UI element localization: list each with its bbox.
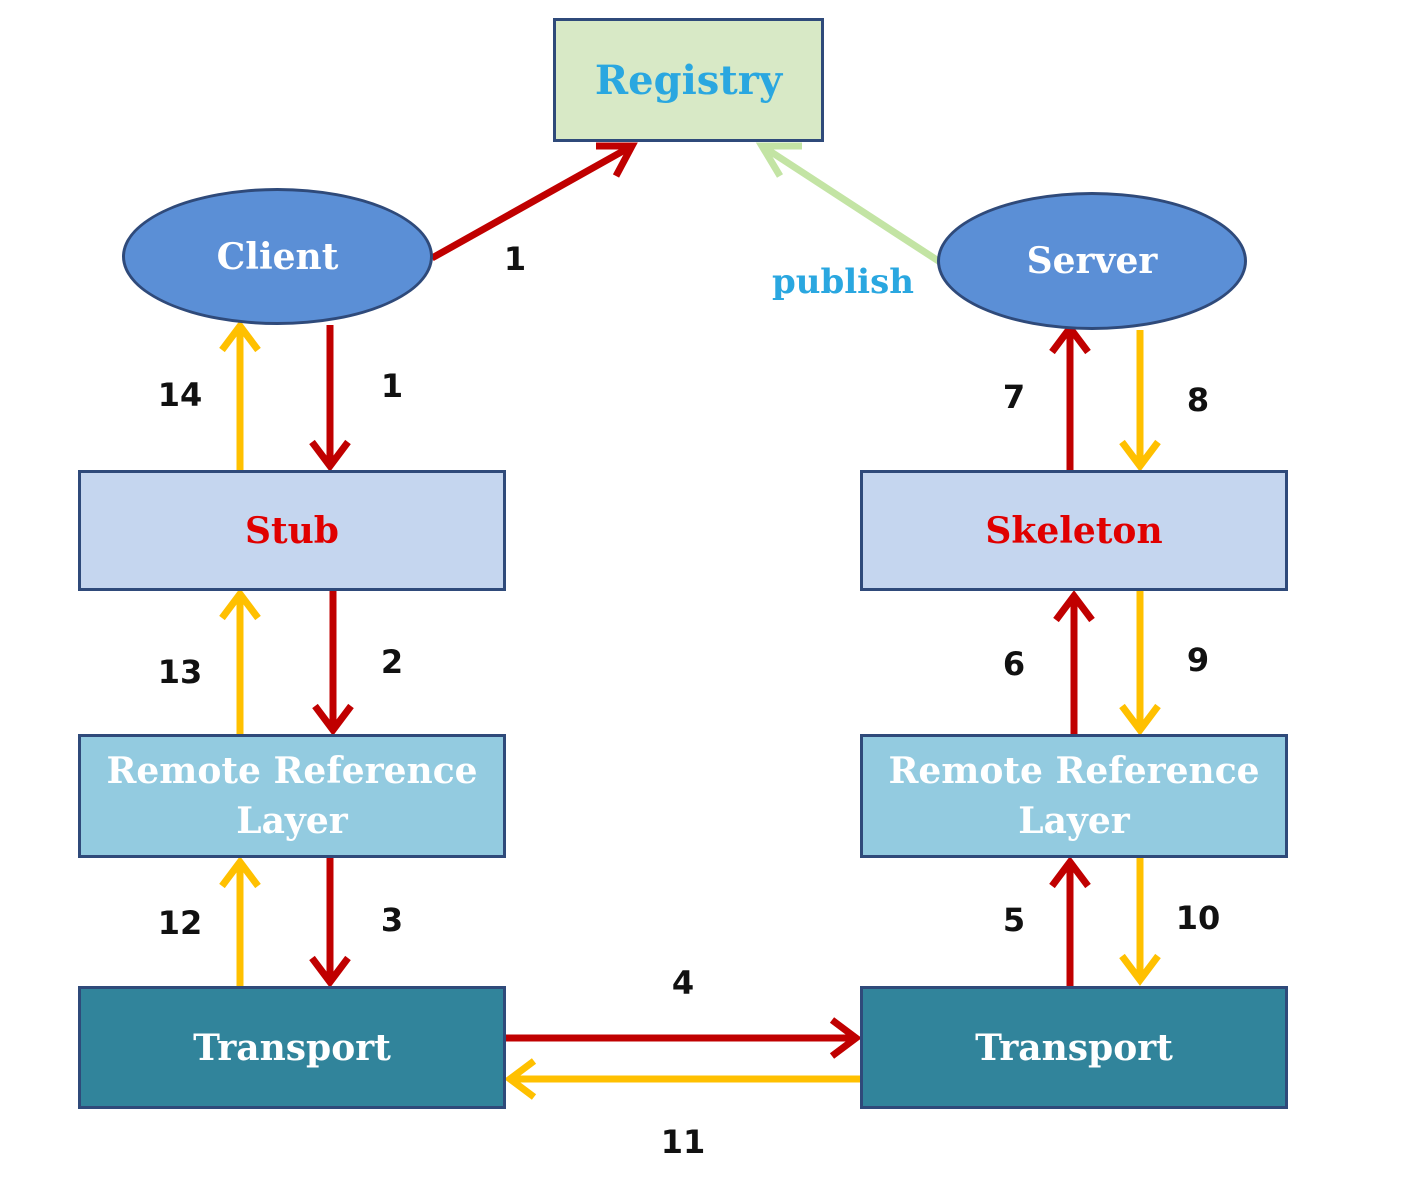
server-label: Server — [1026, 240, 1158, 282]
rrl-right-label-line1: Remote Reference — [888, 750, 1260, 792]
arrow-client-to-registry — [430, 142, 638, 262]
arrow-rrl-right-to-transport-right — [1119, 852, 1161, 986]
edge-label-rrl-left-to-stub: 13 — [157, 653, 203, 691]
registry-label: Registry — [594, 56, 783, 104]
transport-left-label: Transport — [193, 1026, 391, 1069]
server-node: Server — [937, 192, 1247, 330]
edge-label-stub-to-client: 14 — [157, 376, 203, 414]
transport-right-label: Transport — [975, 1026, 1173, 1069]
arrow-transport-left-to-rrl-left — [219, 856, 261, 986]
arrow-stub-to-client — [219, 320, 261, 470]
rrl-right-label-line2: Layer — [1018, 800, 1130, 842]
arrow-rrl-right-to-skeleton — [1053, 590, 1095, 734]
stub-node: Stub — [78, 470, 506, 591]
edge-label-rrl-right-to-skeleton: 6 — [1002, 645, 1026, 683]
transport-server-node: Transport — [860, 986, 1288, 1109]
arrow-transport-right-to-transport-left — [504, 1058, 860, 1100]
edge-label-stub-to-rrl-left: 2 — [380, 643, 404, 681]
remote-reference-layer-server-node: Remote Reference Layer — [860, 734, 1288, 858]
skeleton-label: Skeleton — [985, 509, 1163, 552]
edge-label-transport-left-to-transport-right: 4 — [671, 964, 695, 1002]
rrl-left-label-line2: Layer — [236, 800, 348, 842]
client-label: Client — [216, 235, 339, 278]
arrow-skeleton-to-rrl-right — [1119, 591, 1161, 736]
client-node: Client — [122, 188, 433, 325]
edge-label-client-to-registry: 1 — [503, 240, 527, 278]
edge-label-transport-right-to-rrl-right: 5 — [1002, 901, 1026, 939]
stub-label: Stub — [245, 509, 339, 552]
edge-label-rrl-right-to-transport-right: 10 — [1175, 899, 1221, 937]
registry-node: Registry — [553, 18, 824, 142]
arrow-client-to-stub — [309, 325, 351, 472]
edge-label-transport-left-to-rrl-left: 12 — [157, 904, 203, 942]
arrow-server-to-registry — [755, 142, 942, 265]
skeleton-node: Skeleton — [860, 470, 1288, 591]
arrow-stub-to-rrl-left — [312, 591, 354, 736]
edge-label-client-to-stub: 1 — [380, 367, 404, 405]
edge-label-transport-right-to-transport-left: 11 — [660, 1123, 706, 1161]
arrow-rrl-left-to-transport-left — [309, 858, 351, 988]
arrow-server-to-skeleton — [1119, 330, 1161, 472]
edge-label-skeleton-to-server: 7 — [1002, 378, 1026, 416]
edge-label-server-to-skeleton: 8 — [1186, 381, 1210, 419]
rrl-left-label-line1: Remote Reference — [106, 750, 478, 792]
arrow-transport-left-to-transport-right — [506, 1017, 862, 1059]
edge-label-rrl-left-to-transport-left: 3 — [380, 901, 404, 939]
remote-reference-layer-client-node: Remote Reference Layer — [78, 734, 506, 858]
arrow-rrl-left-to-stub — [219, 588, 261, 734]
edge-label-skeleton-to-rrl-right: 9 — [1186, 641, 1210, 679]
arrow-transport-right-to-rrl-right — [1049, 856, 1091, 986]
transport-client-node: Transport — [78, 986, 506, 1109]
edge-label-publish: publish — [772, 262, 914, 302]
arrow-skeleton-to-server — [1049, 322, 1091, 478]
